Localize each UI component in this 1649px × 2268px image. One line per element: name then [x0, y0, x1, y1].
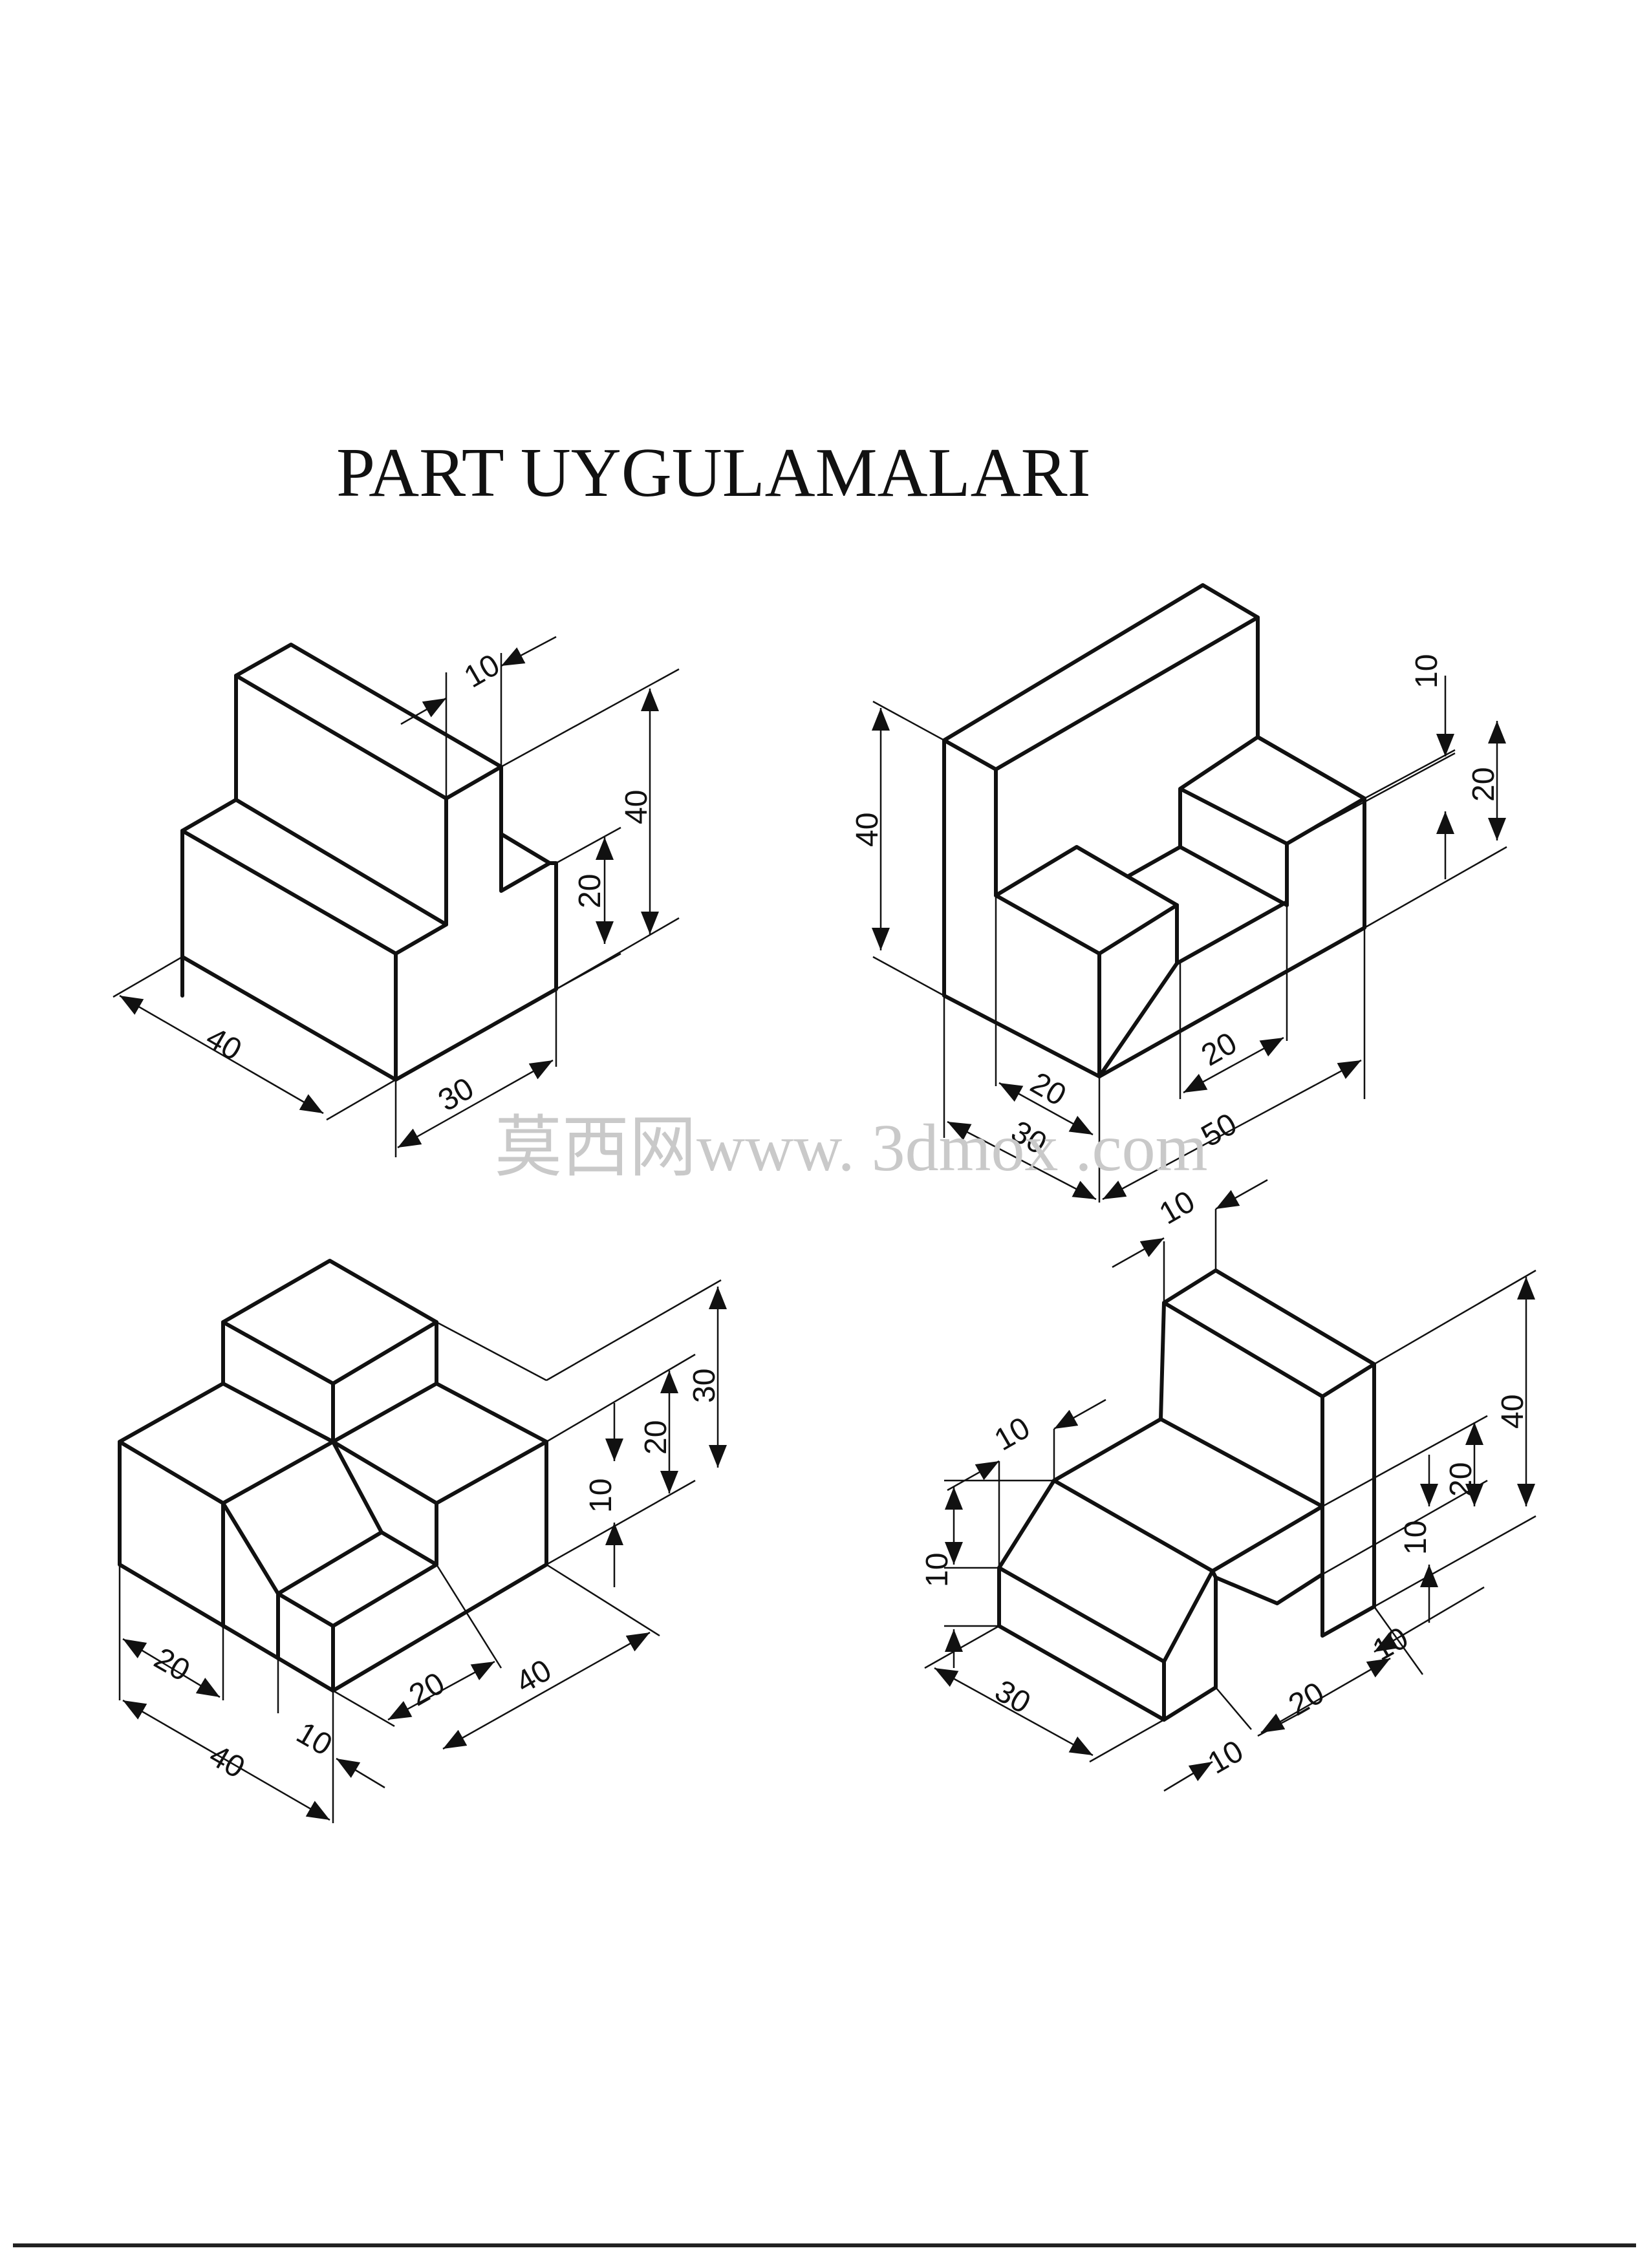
dim-part4-10-back: 10 [1367, 1621, 1414, 1668]
dim-part3-40-length: 40 [204, 1738, 251, 1786]
dim-part3-30: 30 [687, 1369, 722, 1403]
bottom-rule [13, 2243, 1636, 2247]
dim-part1-30: 30 [433, 1071, 480, 1118]
dim-part1-40-length: 40 [200, 1021, 248, 1068]
dim-part2-40: 40 [850, 813, 885, 847]
dim-part3-40-depth: 40 [510, 1653, 557, 1700]
dim-part4-30: 30 [989, 1674, 1037, 1721]
dim-part1-10: 10 [458, 648, 506, 695]
dim-part1-40-height: 40 [620, 790, 654, 824]
dim-part4-10-left: 10 [920, 1553, 954, 1587]
isometric-part-3: 30 20 10 20 40 20 40 10 [118, 1259, 727, 1823]
dim-part3-20-step: 20 [404, 1666, 451, 1713]
dim-part3-20-height: 20 [639, 1420, 673, 1455]
dim-part3-20-width: 20 [149, 1642, 196, 1689]
isometric-part-2: 40 10 20 20 20 30 50 [850, 583, 1507, 1203]
dim-part4-10-bottom: 10 [1202, 1734, 1249, 1781]
dim-part4-10-top: 10 [1154, 1184, 1201, 1232]
dim-part4-40: 40 [1496, 1395, 1530, 1429]
dim-part2-20-height: 20 [1467, 767, 1501, 802]
isometric-part-1: 10 40 20 40 30 [113, 636, 680, 1157]
dim-part1-20: 20 [573, 874, 607, 908]
dim-part3-10-height: 10 [584, 1479, 618, 1513]
watermark-text: 莫西网www. 3dmox .com [495, 1111, 1208, 1185]
dim-part2-10: 10 [1410, 654, 1444, 689]
dim-part4-10-right: 10 [1399, 1521, 1433, 1555]
part-2-back-wall [942, 583, 1366, 1078]
part-4-outline [997, 1268, 1376, 1722]
dim-part3-10-width: 10 [291, 1716, 338, 1763]
dim-part4-10-chamfer: 10 [989, 1411, 1036, 1458]
isometric-part-4: 10 10 10 40 20 10 10 [920, 1179, 1536, 1792]
dim-part4-20: 20 [1444, 1462, 1478, 1497]
dim-part2-20-slot: 20 [1196, 1026, 1243, 1073]
page-title: PART UYGULAMALARI [336, 434, 1091, 511]
dim-part2-20-block: 20 [1025, 1066, 1072, 1113]
